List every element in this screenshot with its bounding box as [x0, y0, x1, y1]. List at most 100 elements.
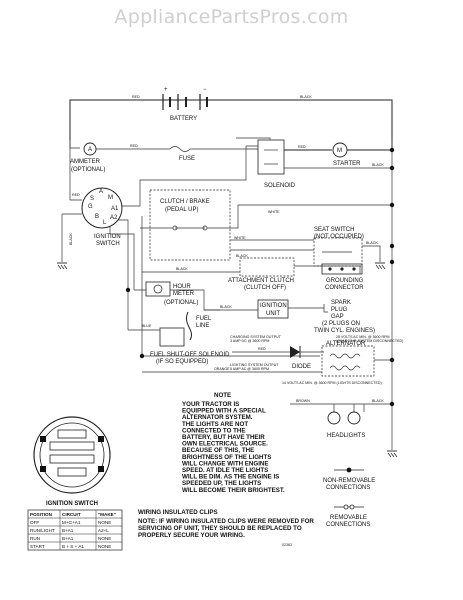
svg-text:ORANGE: ORANGE — [214, 367, 230, 371]
table-cell: B + S + A1 — [62, 544, 84, 549]
svg-text:BROWN: BROWN — [296, 399, 310, 403]
svg-text:BLUE: BLUE — [142, 324, 152, 328]
note-line: ALTERNATOR SYSTEM. — [182, 414, 253, 421]
svg-text:+: + — [164, 87, 168, 93]
table-cell: NONE — [98, 536, 111, 541]
ground-bottom-right — [387, 450, 398, 458]
note-line: SPEED. AT IDLE THE LIGHTS — [182, 467, 268, 474]
svg-text:(CHARGING SYSTEM DISCONNECTED): (CHARGING SYSTEM DISCONNECTED) — [336, 339, 403, 343]
headlights-label: HEADLIGHTS — [327, 433, 365, 439]
battery-symbol — [162, 94, 208, 110]
svg-text:CONNECTIONS: CONNECTIONS — [326, 522, 370, 528]
table-cell: B+A1 — [62, 528, 74, 533]
wiring-clips-line: SERVICING OF UNIT, THEY SHOULD BE REPLAC… — [138, 525, 302, 532]
ground-right — [375, 262, 386, 270]
svg-text:RED: RED — [130, 144, 138, 148]
solenoid-box — [257, 139, 285, 175]
wire-label-red-top: RED — [132, 95, 140, 99]
alternator-label: ALTERNATOR — [326, 341, 366, 347]
charging-output-label: CHARGING SYSTEM OUTPUT — [230, 335, 282, 339]
svg-text:(CLUTCH OFF): (CLUTCH OFF) — [244, 285, 286, 291]
svg-text:LIGHTING SYSTEM OUTPUT: LIGHTING SYSTEM OUTPUT — [230, 363, 279, 367]
non-removable-label: NON-REMOVABLE — [323, 478, 375, 484]
table-cell: NONE — [98, 544, 111, 549]
note-line: WILL BE DIM. AS THE ENGINE IS — [182, 474, 279, 481]
table-cell: NONE — [98, 520, 111, 525]
starter-label: STARTER — [333, 161, 361, 167]
table-frame — [27, 509, 123, 551]
grounding-connector — [321, 263, 363, 275]
junction-dots — [125, 147, 395, 407]
note-line: BECAUSE OF THIS, THE — [182, 447, 254, 454]
table-cell: RUN — [30, 536, 40, 541]
note-line: WILL CHANGE WITH ENGINE — [182, 460, 269, 467]
svg-text:A: A — [88, 147, 92, 153]
svg-text:(IF SO EQUIPPED): (IF SO EQUIPPED) — [156, 359, 208, 365]
ground-left — [57, 262, 68, 270]
fuel-solenoid-box — [159, 327, 185, 347]
wiring-clips-line: PROPERLY SECURE YOUR WIRING. — [138, 532, 245, 539]
alternator-box — [321, 345, 375, 377]
ignition-switch-label: IGNITION — [94, 234, 121, 240]
svg-text:G: G — [88, 204, 93, 210]
note-line: YOUR TRACTOR IS — [182, 401, 239, 408]
note-line: CONNECTED TO THE — [182, 427, 245, 434]
wiring-clips-title: WIRING INSULATED CLIPS — [138, 509, 218, 516]
svg-text:CONNECTIONS: CONNECTIONS — [326, 485, 370, 491]
svg-text:−: − — [203, 87, 207, 93]
ignition-switch-detail — [33, 416, 111, 494]
svg-text:BLACK: BLACK — [176, 267, 188, 271]
note-line: WILL BECOME THEIR BRIGHTEST. — [182, 487, 285, 494]
fuel-solenoid-label: FUEL SHUT-OFF SOLENOID — [150, 352, 230, 358]
svg-text:METER: METER — [173, 291, 195, 297]
table-cell: OFF — [30, 520, 39, 525]
note-line: OWN ELECTRICAL SOURCE. — [182, 441, 268, 448]
note-line: BATTERY, BUT HAVE THEIR — [182, 434, 265, 441]
grounding-connector-label: GROUNDING — [326, 278, 364, 284]
fuse-label: FUSE — [179, 156, 195, 162]
headlight-right — [347, 411, 361, 425]
svg-text:M: M — [108, 195, 113, 201]
table-cell: START — [30, 544, 45, 549]
fuel-line-label: FUEL — [196, 316, 212, 322]
table-header-cell: POSITION — [30, 512, 53, 517]
svg-text:BLACK: BLACK — [372, 399, 384, 403]
svg-text:A: A — [99, 189, 103, 195]
svg-text:S: S — [90, 196, 94, 202]
svg-text:5 AMP AC @ 3600 RPM: 5 AMP AC @ 3600 RPM — [230, 367, 269, 371]
table-cell: A2+L — [98, 528, 109, 533]
spark-plug-label: SPARK — [331, 300, 351, 306]
svg-text:28 VOLTS AC MIN. @ 3600 RPM: 28 VOLTS AC MIN. @ 3600 RPM — [336, 335, 390, 339]
svg-text:SWITCH: SWITCH — [96, 241, 120, 247]
svg-text:A2: A2 — [110, 215, 118, 221]
svg-text:UNIT: UNIT — [266, 311, 280, 317]
watermark: AppliancePartsPros.com — [114, 6, 349, 28]
table-header-cell: CIRCUIT — [62, 512, 81, 517]
diode-label: DIODE — [292, 364, 311, 370]
ignition-unit-box — [257, 299, 289, 319]
svg-text:WHITE: WHITE — [268, 210, 280, 214]
diode-symbol — [290, 346, 300, 358]
headlight-left — [327, 411, 341, 425]
hour-meter-label: HOUR — [173, 284, 191, 290]
seat-switch-label: SEAT SWITCH — [314, 227, 354, 233]
svg-text:PLUG: PLUG — [331, 307, 348, 313]
svg-text:WHITE: WHITE — [234, 236, 246, 240]
svg-text:L: L — [103, 220, 107, 226]
legend-non-removable — [334, 467, 364, 473]
svg-text:B: B — [95, 214, 99, 220]
svg-text:GAP: GAP — [331, 314, 344, 320]
note-line: SPEEDED UP, THE LIGHTS — [182, 480, 261, 487]
svg-text:TWIN CYL. ENGINES): TWIN CYL. ENGINES) — [314, 328, 375, 334]
fuse-symbol — [169, 146, 191, 152]
svg-text:BLACK: BLACK — [220, 305, 232, 309]
wiring-clips-line: NOTE: IF WIRING INSULATED CLIPS WERE REM… — [138, 518, 314, 525]
svg-text:LINE: LINE — [196, 323, 209, 329]
hour-meter-box — [145, 281, 171, 297]
note-line: EQUIPPED WITH A SPECIAL — [182, 408, 266, 415]
svg-text:(2 PLUGS ON: (2 PLUGS ON — [322, 321, 360, 327]
removable-label: REMOVABLE — [330, 515, 367, 521]
svg-text:RED: RED — [298, 145, 306, 149]
